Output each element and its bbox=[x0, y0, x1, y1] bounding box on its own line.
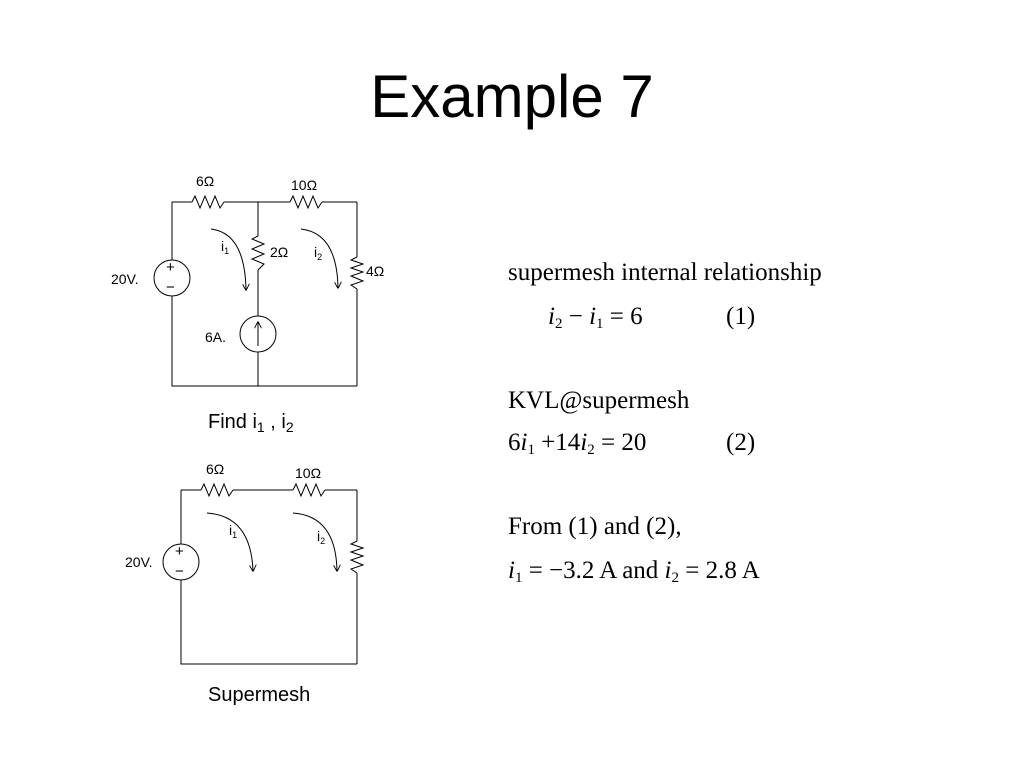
label-2ohm: 2Ω bbox=[270, 244, 288, 260]
circuit-2-caption: Supermesh bbox=[208, 684, 311, 706]
label-20v: 20V. bbox=[111, 271, 139, 287]
resistor-10ohm bbox=[289, 194, 323, 210]
result-equation: i1 = −3.2 A and i2 = 2.8 A bbox=[508, 557, 760, 586]
resistor-2ohm bbox=[250, 235, 266, 271]
label-10ohm: 10Ω bbox=[295, 465, 321, 481]
plus-sign: + bbox=[166, 259, 175, 276]
resistor-6ohm bbox=[200, 482, 234, 498]
equation-2-tag: (2) bbox=[726, 429, 756, 456]
resistor-10ohm bbox=[292, 482, 326, 498]
slide-title: Example 7 bbox=[370, 63, 654, 130]
wire bbox=[171, 202, 357, 387]
equation-2: 6i1 +14i2 = 20 bbox=[508, 429, 647, 458]
mesh-1-label: i1 bbox=[221, 238, 229, 256]
minus-sign: − bbox=[175, 563, 184, 580]
equation-1-tag: (1) bbox=[726, 303, 756, 330]
circuit-1-caption: Find i1 , i2 bbox=[208, 411, 294, 435]
heading-kvl-supermesh: KVL@supermesh bbox=[508, 387, 690, 414]
equation-1: i2 − i1 = 6 bbox=[548, 303, 643, 332]
voltage-source bbox=[153, 259, 191, 297]
voltage-source bbox=[162, 543, 200, 581]
heading-supermesh-relationship: supermesh internal relationship bbox=[508, 259, 822, 286]
label-6ohm: 6Ω bbox=[206, 461, 224, 477]
mesh-2-label: i2 bbox=[317, 528, 325, 546]
mesh-current-2-arrow-icon bbox=[292, 512, 337, 571]
label-20v: 20V. bbox=[125, 554, 153, 570]
resistor-right bbox=[349, 540, 365, 574]
label-6a: 6A. bbox=[205, 329, 226, 345]
plus-sign: + bbox=[175, 543, 184, 560]
circuit-2 bbox=[162, 482, 365, 665]
mesh-2-label: i2 bbox=[314, 244, 322, 262]
mesh-1-label: i1 bbox=[229, 522, 237, 540]
resistor-6ohm bbox=[191, 194, 225, 210]
mesh-current-2-arrow-icon bbox=[300, 228, 338, 288]
mesh-current-1-arrow-icon bbox=[206, 512, 253, 571]
resistor-4ohm bbox=[349, 256, 365, 290]
label-10ohm: 10Ω bbox=[291, 177, 317, 193]
minus-sign: − bbox=[166, 279, 175, 296]
wire bbox=[180, 490, 357, 665]
label-4ohm: 4Ω bbox=[366, 263, 384, 279]
heading-from-equations: From (1) and (2), bbox=[508, 513, 682, 540]
circuit-1 bbox=[153, 194, 365, 387]
mesh-current-1-arrow-icon bbox=[210, 228, 246, 290]
label-6ohm: 6Ω bbox=[196, 173, 214, 189]
